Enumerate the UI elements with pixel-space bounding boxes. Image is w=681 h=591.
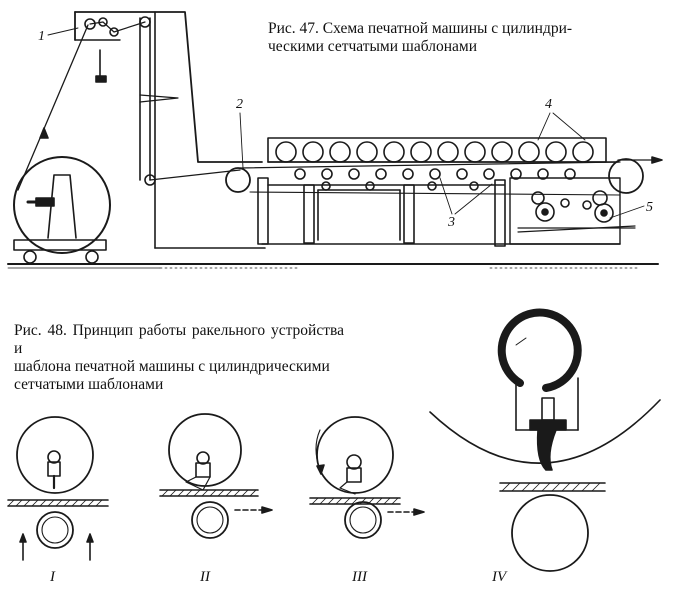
guide-roller — [225, 167, 251, 193]
figure-48-caption-line-3: сетчатыми шаблонами — [14, 376, 164, 393]
figure-47-caption: Рис. 47. Схема печатной машины с цилиндр… — [268, 20, 678, 56]
stage-label-4: IV — [491, 569, 508, 585]
stage-3-diagram — [309, 416, 425, 539]
stencil-cylinders — [275, 141, 594, 180]
figure-47-caption-line-2: ческими сетчатыми шаблонами — [268, 38, 477, 55]
label-3: 3 — [447, 215, 455, 230]
figure-48-caption-line-2: шаблона печатной машины с цилиндрическим… — [14, 358, 330, 375]
fabric-roll-cart — [13, 156, 111, 264]
gear-assembly — [531, 190, 614, 223]
machine-underframe — [257, 177, 636, 247]
stage-1-diagram — [7, 416, 109, 561]
stage-2-diagram — [159, 413, 273, 539]
printing-table — [239, 137, 663, 196]
stage-label-3: III — [351, 569, 368, 585]
stage-label-2: II — [199, 569, 211, 585]
label-5: 5 — [646, 200, 653, 215]
stage-4-diagram — [429, 308, 661, 572]
figure-47-caption-line-1: Рис. 47. Схема печатной машины с цилиндр… — [268, 20, 573, 37]
label-1: 1 — [38, 29, 45, 44]
label-4: 4 — [545, 97, 552, 112]
label-2: 2 — [236, 97, 243, 112]
figure-48-caption: Рис. 48. Принцип работы ракельного устро… — [14, 322, 344, 394]
machine-tall-frame — [74, 11, 266, 249]
figure-47-printing-machine: 1 2 — [7, 11, 663, 269]
stage-label-1: I — [49, 569, 56, 585]
figure-48-squeegee-principle: I II III IV — [7, 308, 661, 585]
figure-48-caption-line-1: Рис. 48. Принцип работы ракельного устро… — [14, 322, 344, 357]
